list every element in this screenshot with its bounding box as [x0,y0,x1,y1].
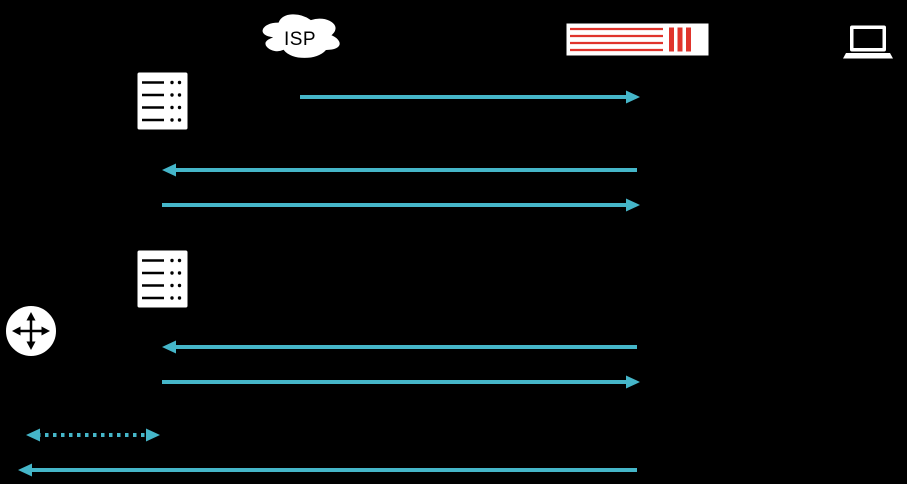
message-arrow-7 [18,463,637,477]
arrowhead [26,428,40,442]
arrowhead [626,198,640,212]
message-arrow-4 [162,340,637,354]
laptop-icon [843,25,893,59]
arrowhead [162,340,176,354]
server-icon [135,248,190,310]
server-top-node [135,70,190,132]
isp-cloud-node: ISP [256,8,344,62]
arrowhead [146,428,160,442]
server-icon [135,70,190,132]
message-arrow-6 [26,428,160,442]
router-node [3,303,59,359]
firewall-node [565,22,710,57]
message-arrow-2 [162,163,637,177]
arrowhead [626,375,640,389]
message-arrow-1 [300,90,640,104]
firewall-icon [565,22,710,57]
isp-label: ISP [283,28,317,50]
router-icon [4,304,58,358]
message-arrow-5 [162,375,640,389]
message-arrow-3 [162,198,640,212]
server-bottom-node [135,248,190,310]
arrowhead [626,90,640,104]
cloud-icon [260,12,342,60]
arrowhead [162,163,176,177]
laptop-node [843,25,893,61]
arrowhead [18,463,32,477]
